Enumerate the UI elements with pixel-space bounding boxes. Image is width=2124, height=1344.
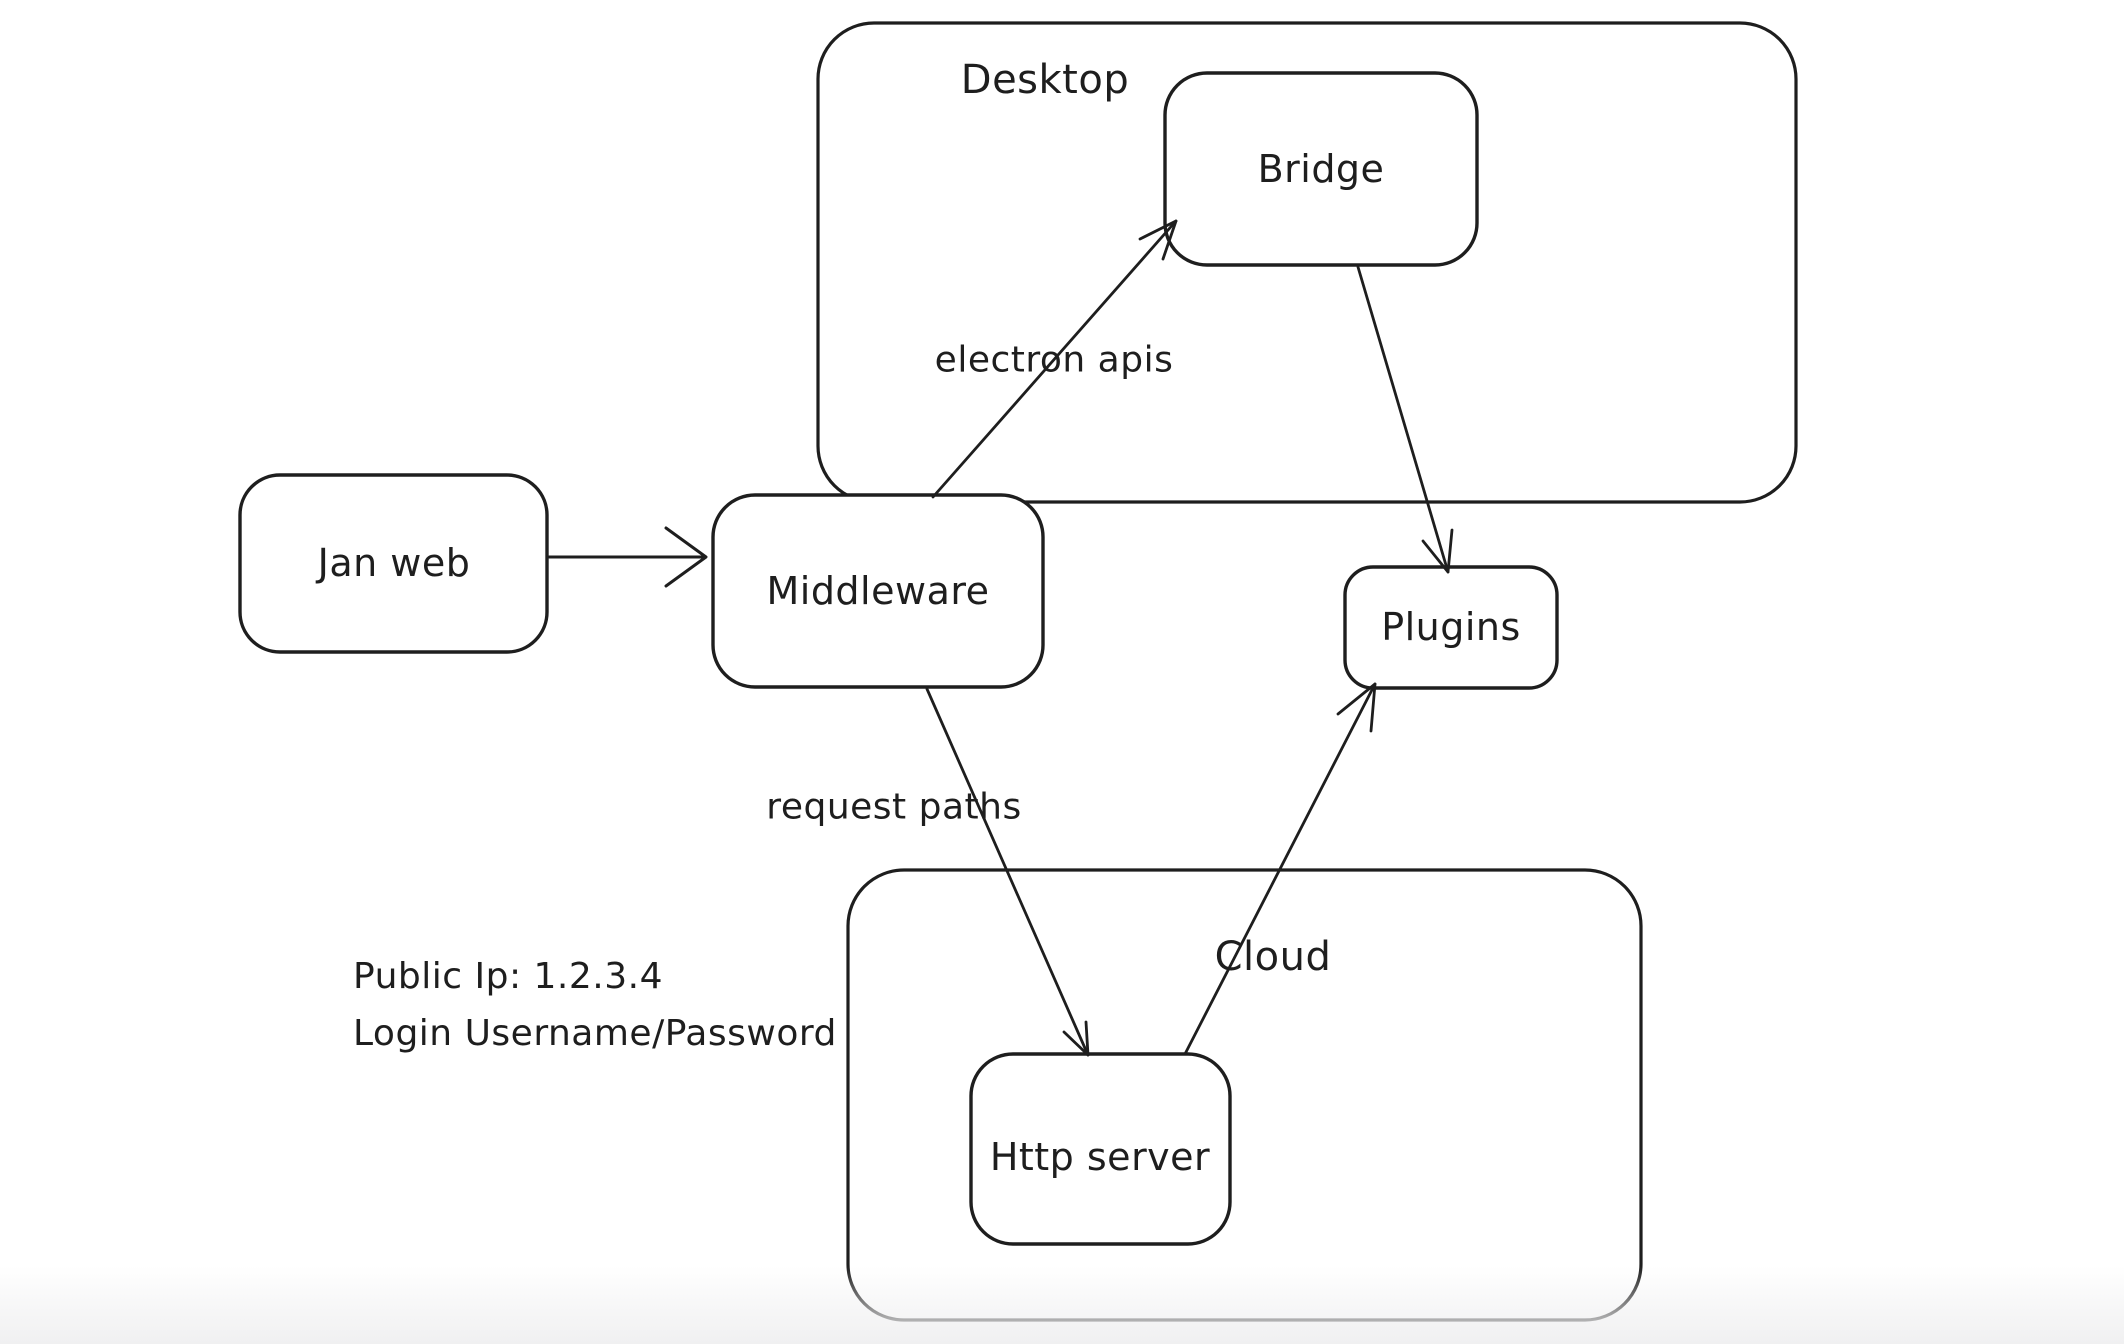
arrowhead-httpserver-plugins [1336, 682, 1377, 733]
electron-apis-edge-label: electron apis [934, 339, 1174, 381]
edge-bridge-to-plugins [1356, 265, 1454, 574]
cloud-container-label: Cloud [1214, 934, 1332, 980]
http-server-node-box [969, 1052, 1232, 1246]
desktop-container-label: Desktop [960, 57, 1130, 103]
edge-httpserver-to-plugins [1183, 682, 1377, 1056]
arrowhead-janweb-middleware [664, 526, 708, 588]
bridge-node-label: Bridge [1257, 147, 1385, 192]
jan-web-node-box [238, 473, 549, 654]
jan-web-node-label: Jan web [317, 541, 471, 586]
request-paths-edge-label: request paths [766, 786, 1022, 828]
credentials-annotation: Public Ip: 1.2.3.4 Login Username/Passwo… [353, 948, 837, 1062]
arrowhead-bridge-plugins [1421, 528, 1454, 574]
plugins-node-label: Plugins [1381, 605, 1521, 650]
login-text: Login Username/Password [353, 1013, 837, 1054]
middleware-node-box [711, 493, 1045, 689]
plugins-node-box [1343, 565, 1559, 690]
edge-middleware-to-bridge [931, 219, 1178, 499]
bridge-node-box [1163, 71, 1479, 267]
http-server-node-label: Http server [989, 1135, 1211, 1180]
public-ip-text: Public Ip: 1.2.3.4 [353, 956, 663, 997]
arrowhead-middleware-httpserver [1062, 1020, 1090, 1057]
middleware-node-label: Middleware [766, 569, 990, 614]
desktop-container-box [816, 21, 1798, 504]
arrowhead-middleware-bridge [1138, 219, 1178, 261]
edge-middleware-to-httpserver [925, 687, 1090, 1057]
edge-janweb-to-middleware [547, 526, 708, 588]
